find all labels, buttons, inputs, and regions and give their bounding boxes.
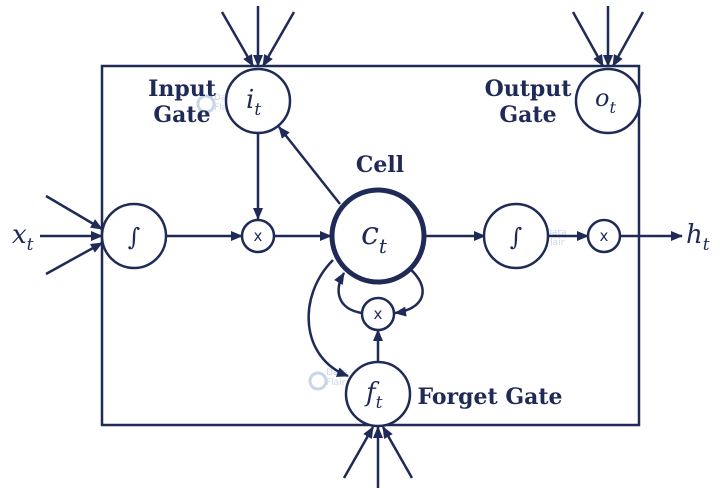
input-fan-arrows: [40, 194, 103, 276]
input-multiply-node: x: [240, 218, 276, 254]
forget-gate-node: ft: [344, 360, 412, 428]
watermark-forget: Data Flair: [308, 368, 348, 391]
output-gate-label-line2: Gate: [499, 102, 556, 128]
watermark-input: Data Flair: [196, 93, 236, 114]
svg-text:x: x: [254, 227, 263, 245]
output-gate-node: ot: [574, 67, 642, 135]
input-gate-label-line1: Input: [148, 76, 217, 102]
forget-gate-label: Forget Gate: [417, 384, 562, 410]
input-gate-label-line2: Gate: [153, 102, 210, 128]
watermark-text: Flair: [326, 378, 346, 388]
svg-text:∫: ∫: [128, 223, 141, 251]
forget-gate-fan-arrows: [342, 426, 414, 488]
watermark-text: Data: [545, 228, 567, 238]
svg-text:∫: ∫: [510, 223, 523, 251]
input-gate-fan-arrows: [220, 6, 296, 67]
input-sigmoid-node: ∫: [100, 202, 168, 270]
watermark-text: Data: [214, 93, 236, 103]
svg-text:x: x: [600, 227, 609, 245]
cell-label: Cell: [356, 152, 404, 178]
svg-text:ot: ot: [595, 84, 616, 117]
output-gate-fan-arrows: [571, 6, 645, 67]
input-gate-node: it: [224, 67, 292, 135]
internal-connections: [166, 126, 683, 378]
svg-text:x: x: [374, 305, 383, 323]
forget-multiply-node: x: [360, 296, 396, 332]
output-gate-label-line1: Output: [485, 76, 573, 102]
svg-text:ct: ct: [361, 214, 388, 258]
input-x-label: xt: [12, 220, 34, 255]
watermark-text: Flair: [545, 238, 565, 248]
output-multiply-node: x: [586, 218, 622, 254]
output-h-label: ht: [686, 220, 710, 255]
watermark-text: Flair: [214, 103, 234, 113]
svg-text:it: it: [246, 85, 261, 120]
cell-node: ct: [329, 187, 427, 285]
output-sigmoid-node: ∫: [482, 202, 550, 270]
